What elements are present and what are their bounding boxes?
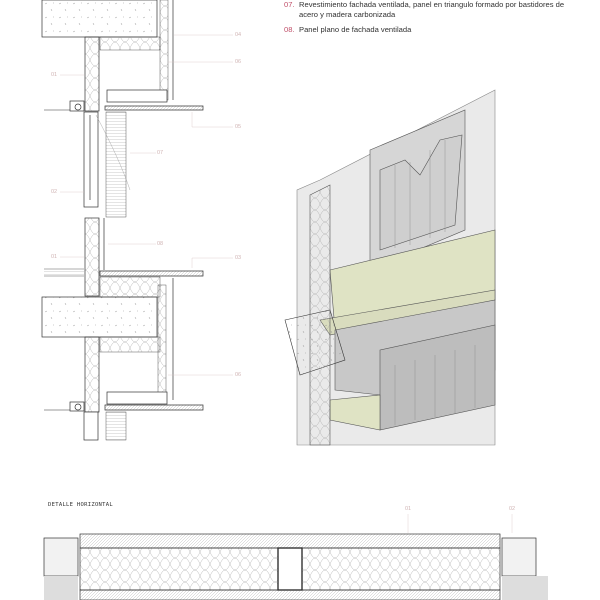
legend-text: Revestimiento fachada ventilada, panel e… xyxy=(299,0,565,19)
legend-item: 07. Revestimiento fachada ventilada, pan… xyxy=(284,0,584,19)
horizontal-detail xyxy=(43,514,548,600)
callout-label: 01 xyxy=(51,72,58,78)
callout-label: 07 xyxy=(157,150,164,156)
legend-item: 08. Panel plano de fachada ventilada xyxy=(284,25,584,35)
callout-label: 01 xyxy=(51,254,58,260)
callout-label: 06 xyxy=(235,372,242,378)
horizontal-detail-title: DETALLE HORIZONTAL xyxy=(48,502,114,508)
callout-label: 03 xyxy=(235,255,242,261)
callout-label: 04 xyxy=(235,32,242,38)
callout-label: 06 xyxy=(235,59,242,65)
legend-number: 08. xyxy=(284,25,295,34)
callout-label: 01 xyxy=(405,506,412,512)
legend: 07. Revestimiento fachada ventilada, pan… xyxy=(284,0,584,41)
callout-label: 02 xyxy=(51,189,58,195)
concrete-slab-bottom xyxy=(41,296,158,338)
isometric-view xyxy=(284,89,496,446)
callout-label: 05 xyxy=(235,124,242,130)
callout-label: 02 xyxy=(509,506,516,512)
concrete-slab-top xyxy=(41,0,158,38)
legend-text: Panel plano de fachada ventilada xyxy=(299,25,412,34)
callout-label: 08 xyxy=(157,241,164,247)
legend-number: 07. xyxy=(284,0,295,9)
vertical-section xyxy=(41,0,233,441)
